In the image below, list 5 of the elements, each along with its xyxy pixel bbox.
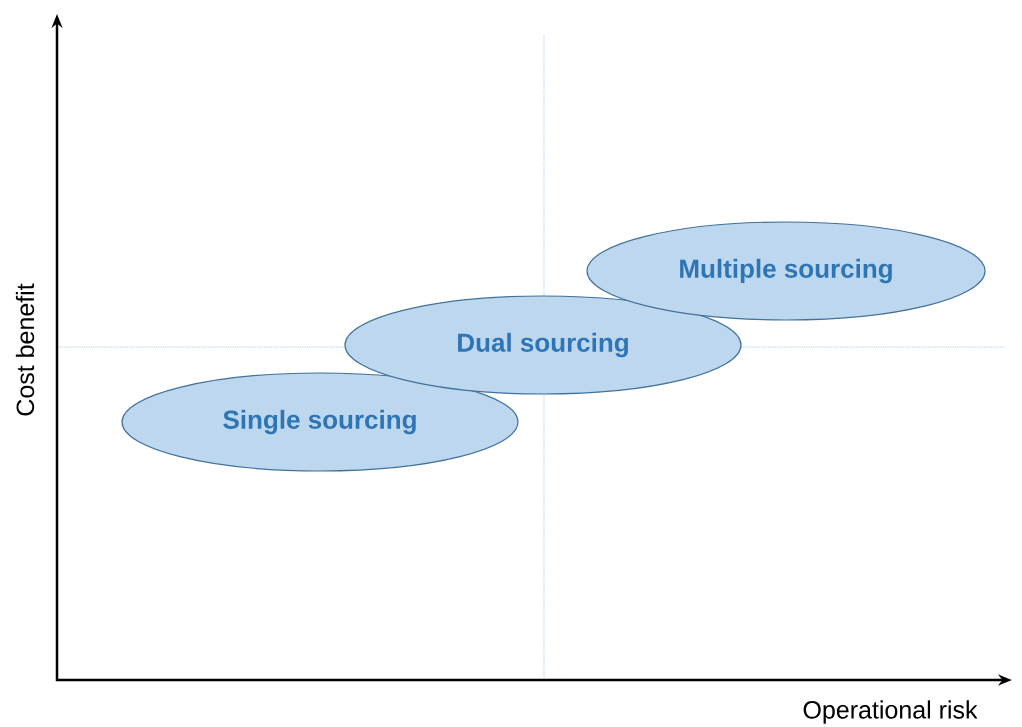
ellipse-bubble: Single sourcing [121, 372, 519, 472]
axis-label: Cost benefit [15, 283, 35, 416]
axis-label: Operational risk [803, 700, 978, 724]
ellipse-bubble: Multiple sourcing [586, 221, 986, 321]
ellipse-bubble: Dual sourcing [344, 295, 742, 395]
